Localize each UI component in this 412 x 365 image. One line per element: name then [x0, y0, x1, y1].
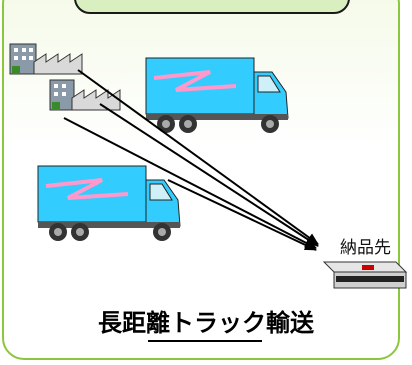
truck-icon-2: [37, 165, 181, 241]
warehouse-icon: [322, 261, 408, 289]
arrow-1: [77, 69, 319, 245]
arrow-3: [63, 117, 317, 249]
factory-icon-2: [49, 79, 121, 111]
arrow-4: [167, 179, 317, 251]
arrow-2: [99, 103, 319, 247]
destination-label: 納品先: [340, 238, 391, 258]
truck-icon-1: [145, 57, 289, 133]
caption-underline: [148, 340, 262, 342]
diagram-caption: 長距離トラック輸送: [98, 309, 314, 337]
factory-icon-1: [9, 43, 83, 75]
